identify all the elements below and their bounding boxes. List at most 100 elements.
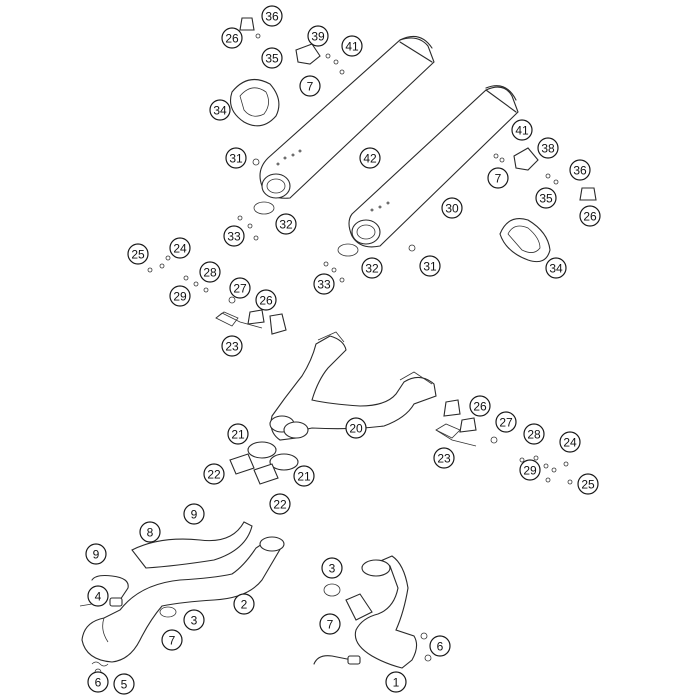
callout-circle [569, 159, 591, 181]
callout-number: 23 [437, 452, 451, 466]
callout-number: 28 [203, 266, 217, 280]
callout-circle [523, 423, 545, 445]
callout-7: 7 [161, 629, 183, 651]
sleeves-21 [247, 441, 299, 471]
callout-circle [361, 257, 383, 279]
callout-41: 41 [511, 119, 533, 141]
callout-22: 22 [203, 463, 225, 485]
callout-7: 7 [487, 167, 509, 189]
callout-circle [275, 213, 297, 235]
callout-circle [203, 463, 225, 485]
callout-9: 9 [85, 543, 107, 565]
muffler-left [259, 35, 435, 199]
callout-circle [487, 167, 509, 189]
callout-24: 24 [559, 431, 581, 453]
callout-number: 42 [363, 152, 377, 166]
callout-9: 9 [183, 503, 205, 525]
callout-30: 30 [441, 197, 463, 219]
callout-circle [319, 613, 341, 635]
gasket-32-left [253, 201, 275, 215]
callout-number: 26 [583, 210, 597, 224]
y-pipe-20 [269, 331, 437, 441]
callout-23: 23 [433, 447, 455, 469]
callout-35: 35 [261, 47, 283, 69]
callout-number: 32 [279, 218, 293, 232]
hardware-right [519, 455, 573, 485]
callout-number: 41 [345, 40, 359, 54]
callout-circle [223, 225, 245, 247]
header-pipe-1 [345, 555, 418, 669]
callout-circle [385, 671, 407, 693]
muffler-right [348, 85, 519, 248]
oxygen-sensor-4 [79, 574, 129, 607]
callout-number: 21 [231, 428, 245, 442]
callout-number: 33 [227, 230, 241, 244]
callout-29: 29 [169, 285, 191, 307]
gasket-3-left [159, 606, 177, 618]
callout-number: 27 [499, 416, 513, 430]
callout-circle [255, 289, 277, 311]
callout-circle [579, 205, 601, 227]
callout-26: 26 [579, 205, 601, 227]
callout-circle [139, 521, 161, 543]
callout-number: 34 [213, 104, 227, 118]
callout-35: 35 [535, 187, 557, 209]
callout-36: 36 [261, 5, 283, 27]
callout-circle [313, 273, 335, 295]
callout-number: 29 [523, 464, 537, 478]
callout-number: 8 [147, 526, 154, 540]
nut-31-left [252, 158, 260, 166]
gasket-3-right [323, 583, 341, 597]
callout-number: 24 [563, 436, 577, 450]
callout-circle [307, 25, 329, 47]
callout-number: 31 [229, 152, 243, 166]
callout-number: 22 [273, 498, 287, 512]
rubber-26-top [239, 17, 261, 39]
callout-3: 3 [321, 557, 343, 579]
callout-number: 23 [225, 340, 239, 354]
bolts-33-right [323, 261, 345, 283]
callout-23: 23 [221, 335, 243, 357]
callout-36: 36 [569, 159, 591, 181]
callout-number: 28 [527, 428, 541, 442]
callout-number: 9 [191, 508, 198, 522]
callout-circle [433, 447, 455, 469]
callout-circle [199, 261, 221, 283]
callout-circle [229, 277, 251, 299]
callout-circle [261, 5, 283, 27]
callout-number: 34 [549, 262, 563, 276]
callout-3: 3 [183, 609, 205, 631]
nut-31-right [408, 244, 416, 252]
callout-number: 22 [207, 468, 221, 482]
callout-number: 6 [437, 640, 444, 654]
callout-number: 39 [311, 30, 325, 44]
callout-number: 35 [539, 192, 553, 206]
callout-circle [535, 187, 557, 209]
callout-circle [87, 671, 109, 693]
callout-circle [233, 593, 255, 615]
callout-27: 27 [229, 277, 251, 299]
callout-circle [495, 411, 517, 433]
oxygen-sensor-5-right [313, 655, 361, 665]
callout-circle [577, 473, 599, 495]
callout-number: 32 [365, 262, 379, 276]
callout-20: 20 [345, 417, 367, 439]
callout-4: 4 [87, 585, 109, 607]
callout-number: 3 [191, 614, 198, 628]
callout-number: 26 [259, 294, 273, 308]
bolts-33-left [237, 215, 259, 241]
callout-number: 7 [495, 172, 502, 186]
hanger-23-right [435, 399, 498, 444]
callout-circle [345, 417, 367, 439]
callout-34: 34 [545, 257, 567, 279]
callout-circle [225, 147, 247, 169]
callout-27: 27 [495, 411, 517, 433]
callout-number: 20 [349, 422, 363, 436]
callout-circle [227, 423, 249, 445]
callout-29: 29 [519, 459, 541, 481]
callout-33: 33 [313, 273, 335, 295]
callout-21: 21 [293, 465, 315, 487]
callout-number: 7 [327, 618, 334, 632]
callout-circle [183, 503, 205, 525]
